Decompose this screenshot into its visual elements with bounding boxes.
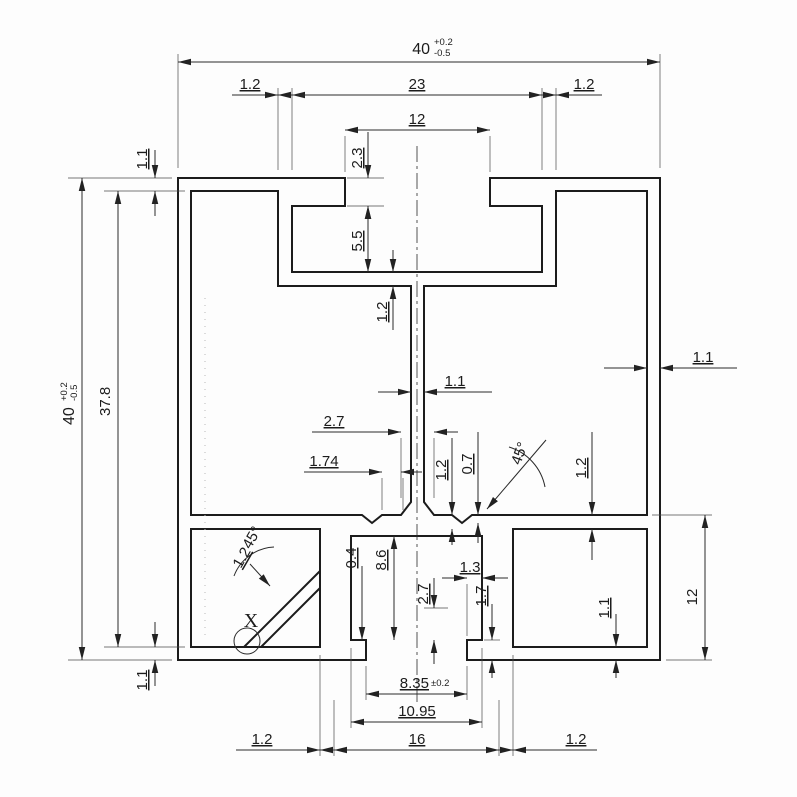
dim-chamfer-angle-right-value: 45° (508, 440, 532, 467)
right-chamber-contour (423, 190, 648, 525)
dim-slot-opening-tol: ±0.2 (431, 678, 449, 689)
dim-groove-depth: 0.7 (459, 432, 482, 543)
dim-channel-floor-value: 1.2 (374, 302, 391, 323)
dim-top-opening-value: 12 (409, 111, 426, 128)
dim-web-thickness: 1.1 (378, 373, 492, 396)
dim-web-chamfer-value: 1.74 (309, 453, 338, 470)
dim-step-small: 0.4 (343, 548, 366, 640)
dim-channel-outer-width-value: 16 (409, 731, 426, 748)
dim-center-shelf-value: 1.2 (433, 460, 450, 481)
right-pocket-contour (512, 528, 648, 648)
dim-hook-height-value: 1.7 (473, 586, 490, 607)
dim-top-channel-outer-value: 23 (409, 76, 426, 93)
dim-side-wall-right-value: 1.1 (693, 349, 714, 366)
dim-web-base-width: 2.7 (312, 413, 458, 498)
dim-top-wall-right: 1.2 (514, 76, 602, 170)
dim-channel-inner-width-value: 10.95 (398, 703, 436, 720)
dim-channel-depth-value: 5.5 (349, 231, 366, 252)
dim-height-tol-minus: -0.5 (69, 385, 80, 401)
dim-web-chamfer: 1.74 (304, 453, 422, 510)
dim-bottom-section-height-value: 12 (684, 589, 701, 606)
profile-outline (177, 177, 661, 661)
outer-contour (177, 177, 661, 661)
dim-web-base-width-value: 2.7 (324, 413, 345, 430)
dim-top-wall-left-value: 1.2 (240, 76, 261, 93)
dim-top-wall-left: 1.2 (232, 76, 320, 170)
dim-bottom-wall-thk-right-value: 1.2 (566, 731, 587, 748)
dim-bottom-wall-right-value: 1.1 (596, 598, 613, 619)
dim-groove-depth-value: 0.7 (459, 454, 476, 475)
dim-channel-depth: 5.5 (349, 206, 372, 272)
dim-bottom-section-height: 12 (652, 514, 712, 661)
dim-center-shelf: 1.2 (433, 438, 456, 545)
dim-top-channel-outer: 23 (278, 76, 556, 99)
dim-top-opening: 12 (344, 111, 491, 172)
dim-hook-rise-value: 2.7 (415, 584, 432, 605)
dim-bottom-wall-thk-left: 1.2 (236, 700, 360, 756)
dim-chamfer-angle-right: 45° (486, 439, 547, 510)
dim-step-small-value: 0.4 (343, 548, 360, 569)
dim-cavity-height-value: 8.6 (373, 550, 390, 571)
diagonal-rib (243, 570, 321, 648)
dim-lip-height-value: 2.3 (349, 148, 366, 169)
dim-top-width-value: 40 (412, 41, 430, 58)
dim-slot-opening: 8.35 ±0.2 (365, 666, 468, 700)
dim-top-width-tol-minus: -0.5 (434, 48, 450, 59)
detail-label: X (244, 610, 259, 632)
dim-hook-rise: 2.7 (415, 578, 448, 664)
dim-bottom-face-wall-left-value: 1.1 (134, 670, 151, 691)
dim-bottom-wall-right: 1.1 (596, 598, 620, 678)
dim-channel-floor: 1.2 (374, 250, 397, 330)
dim-lip-height: 2.3 (347, 132, 384, 240)
dim-inner-height: 37.8 (97, 191, 185, 648)
dim-top-width-tol-plus: +0.2 (434, 37, 453, 48)
dim-cavity-height: 8.6 (373, 536, 398, 640)
detail-marker-x: X (233, 610, 261, 655)
dim-top-face-wall-value: 1.1 (134, 149, 151, 170)
dim-bottom-face-wall-left: 1.1 (134, 622, 159, 691)
dim-height: 40 +0.2 -0.5 (59, 178, 172, 661)
dim-inner-height-value: 37.8 (97, 387, 114, 416)
dim-hook-width: 1.3 (442, 559, 508, 636)
dim-channel-inner-width: 10.95 (350, 648, 483, 728)
dim-rib-thickness: 1.2 (230, 544, 271, 587)
left-pocket-contour (190, 528, 321, 648)
dim-bottom-wall-thk-right: 1.2 (473, 700, 597, 756)
dim-slot-opening-value: 8.35 (400, 675, 429, 692)
dim-top-wall-right-value: 1.2 (574, 76, 595, 93)
detail-circle (233, 627, 261, 655)
dim-shelf-right: 1.2 (573, 432, 596, 560)
dim-hook-height: 1.7 (473, 586, 500, 678)
dim-bottom-wall-thk-left-value: 1.2 (252, 731, 273, 748)
dim-side-wall-right: 1.1 (604, 349, 737, 372)
dim-shelf-right-value: 1.2 (573, 458, 590, 479)
dim-top-width: 40 +0.2 -0.5 (177, 37, 661, 168)
dim-top-face-wall: 1.1 (68, 149, 185, 216)
dim-height-tol-plus: +0.2 (59, 382, 70, 401)
dim-hook-width-value: 1.3 (460, 559, 481, 576)
dim-web-thickness-value: 1.1 (445, 373, 466, 390)
left-chamber-contour (190, 190, 412, 525)
dim-height-value: 40 (61, 407, 78, 425)
